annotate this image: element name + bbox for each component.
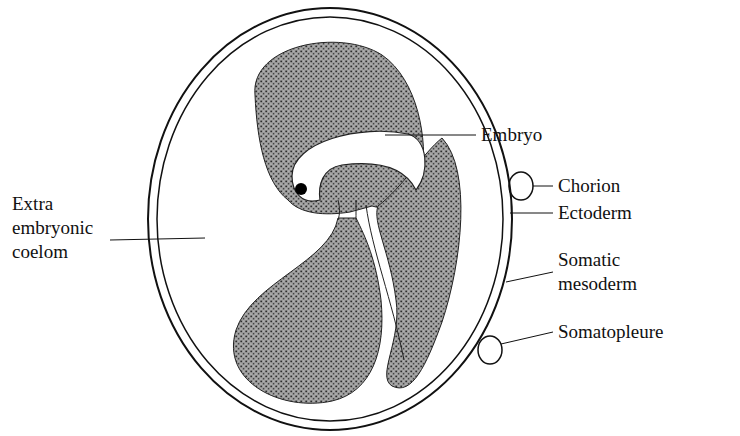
part-label: Somatic mesoderm [558, 248, 658, 296]
part-label: Embryo [481, 123, 601, 147]
part-label: Somatopleure [558, 320, 698, 344]
part-label: Extra embryonic coelom [12, 192, 108, 264]
part-label: Chorion [558, 174, 678, 198]
part-label: Ectoderm [558, 201, 688, 225]
